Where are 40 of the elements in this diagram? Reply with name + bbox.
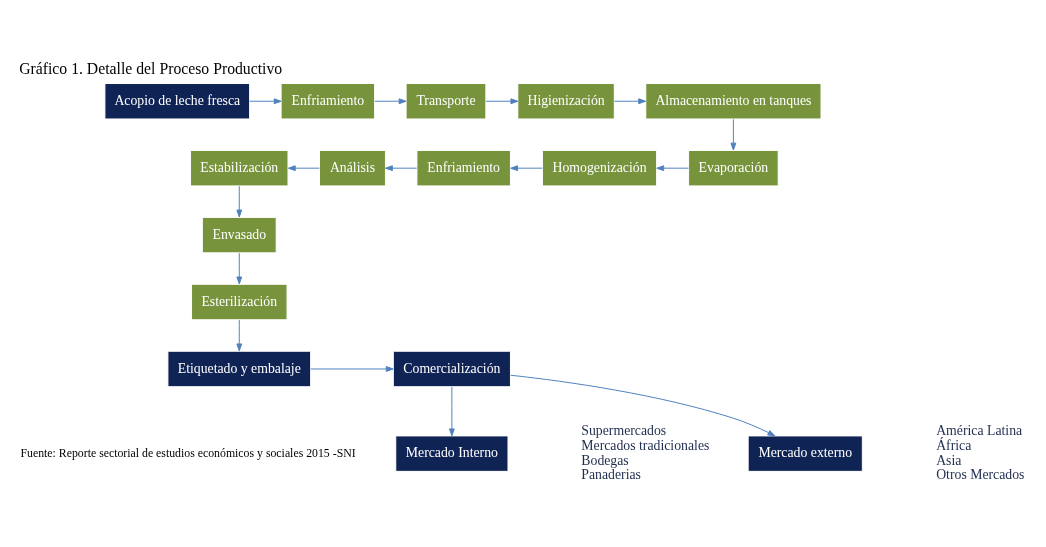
arrow xyxy=(236,252,243,285)
node-box: Homogenización xyxy=(541,149,658,187)
node-box: Acopio de leche fresca xyxy=(104,83,251,120)
node-box: Comercialización xyxy=(392,350,511,388)
arrow xyxy=(287,165,320,172)
node-label: África xyxy=(936,437,972,453)
arrow xyxy=(510,165,543,172)
arrow xyxy=(236,185,243,218)
node-box: Etiquetado y embalaje xyxy=(167,350,312,388)
arrow xyxy=(613,98,647,105)
arrow xyxy=(485,98,519,105)
node-box: Análisis xyxy=(319,149,386,187)
node-label: Bodegas xyxy=(581,452,629,468)
diagram-title: Gráfico 1. Detalle del Proceso Productivo xyxy=(19,60,283,78)
node-label: Mercados tradicionales xyxy=(581,437,710,453)
node-label: Otros Mercados xyxy=(936,467,1025,483)
node-box: Mercado Interno xyxy=(395,435,509,472)
node-box: Mercado externo xyxy=(747,435,863,472)
node-label: Supermercados xyxy=(581,423,667,439)
node-box: Enfriamiento xyxy=(416,149,511,187)
arrow xyxy=(385,165,418,172)
arrow xyxy=(249,98,282,105)
arrow xyxy=(510,374,776,437)
arrow xyxy=(449,386,455,437)
node-label: Panaderias xyxy=(581,467,641,483)
node-box: Estabilización xyxy=(190,149,289,187)
arrow xyxy=(236,319,243,352)
node-box: Enfriamiento xyxy=(280,83,376,120)
caption: Fuente: Reporte sectorial de estudios económicos y sociales 2015 -SNI xyxy=(20,445,356,460)
node-box: Evaporación xyxy=(688,149,779,187)
node-box: Almacenamiento en tanques xyxy=(645,83,822,120)
arrow xyxy=(656,165,689,172)
node-box: Esterilización xyxy=(191,283,288,321)
node-box: Transporte xyxy=(405,83,487,120)
node-box: Envasado xyxy=(201,216,277,254)
arrow xyxy=(310,366,394,372)
node-box: Higienización xyxy=(517,83,615,120)
node-label: Asia xyxy=(936,452,962,468)
arrow xyxy=(374,98,407,105)
arrow xyxy=(730,118,737,151)
